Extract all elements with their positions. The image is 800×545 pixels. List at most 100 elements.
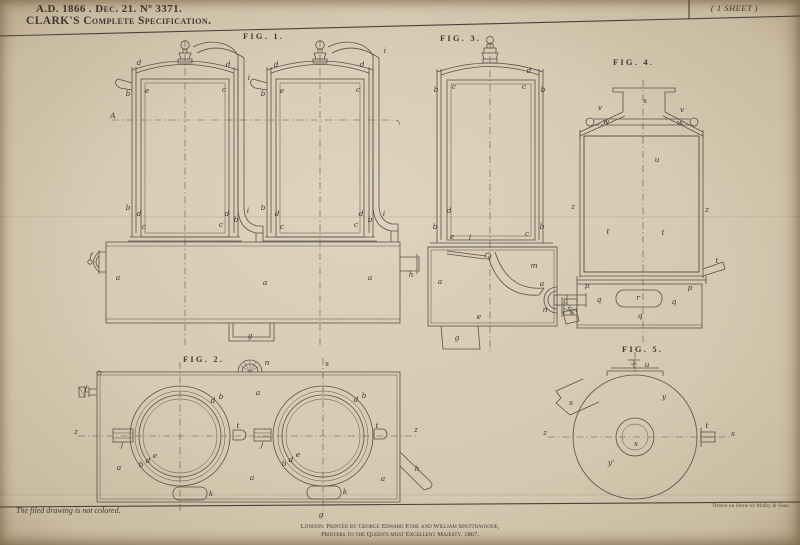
header-date-number: A.D. 1866 . Dec. 21. Nº 3371. — [36, 3, 183, 15]
svg-text:n: n — [543, 305, 548, 314]
svg-text:w: w — [603, 117, 610, 126]
svg-text:f: f — [84, 384, 89, 393]
svg-text:p: p — [688, 283, 693, 292]
border-rules — [0, 0, 800, 508]
svg-text:e: e — [296, 450, 301, 459]
svg-text:l: l — [469, 233, 472, 242]
svg-text:z: z — [413, 425, 418, 434]
svg-text:k: k — [343, 487, 348, 496]
sheet-count-label: ( 1 SHEET ) — [710, 3, 758, 13]
svg-text:q: q — [638, 311, 643, 320]
svg-text:d: d — [289, 455, 294, 464]
svg-text:d: d — [137, 58, 142, 67]
svg-text:e: e — [145, 86, 150, 95]
svg-text:z: z — [570, 202, 575, 211]
fig5-label: FIG. 5. — [622, 344, 664, 354]
lithographer-credit: Drawn on Stone by Malby & Sons. — [712, 503, 790, 509]
printer-imprint: London: Printed by George Edward Eyre an… — [200, 523, 600, 538]
svg-text:d: d — [211, 396, 216, 405]
svg-text:d: d — [360, 60, 365, 69]
svg-text:v: v — [680, 105, 685, 114]
svg-text:z: z — [73, 427, 78, 436]
svg-text:b: b — [434, 85, 439, 94]
svg-text:a: a — [263, 278, 267, 287]
svg-text:b: b — [362, 391, 367, 400]
svg-text:c: c — [356, 85, 361, 94]
svg-text:k: k — [209, 489, 214, 498]
svg-text:i: i — [383, 209, 386, 218]
fig5-drawing — [548, 352, 730, 500]
svg-text:q: q — [597, 295, 602, 304]
svg-text:g: g — [248, 331, 253, 340]
svg-text:b: b — [433, 222, 438, 231]
svg-text:d: d — [225, 209, 230, 218]
imprint-line1: London: Printed by George Edward Eyre an… — [300, 523, 500, 530]
svg-text:b: b — [261, 203, 266, 212]
svg-text:e: e — [450, 232, 455, 241]
fig4-drawing — [561, 80, 726, 344]
svg-text:b: b — [261, 89, 266, 98]
svg-text:b: b — [126, 203, 131, 212]
svg-text:g: g — [319, 510, 324, 519]
svg-text:j: j — [119, 440, 124, 449]
svg-text:q: q — [672, 297, 677, 306]
svg-text:a: a — [540, 279, 544, 288]
svg-text:b: b — [540, 222, 545, 231]
svg-text:y': y' — [607, 458, 614, 467]
svg-text:i: i — [384, 46, 387, 55]
svg-text:A: A — [109, 111, 116, 120]
svg-text:d: d — [447, 206, 452, 215]
svg-text:a: a — [438, 277, 442, 286]
svg-text:a: a — [250, 473, 254, 482]
svg-text:s: s — [567, 304, 571, 313]
svg-text:c: c — [452, 82, 457, 91]
svg-text:b: b — [126, 89, 131, 98]
svg-text:d: d — [359, 209, 364, 218]
svg-text:t: t — [375, 421, 379, 430]
svg-text:t: t — [606, 227, 610, 236]
svg-text:e: e — [280, 86, 285, 95]
svg-text:a: a — [116, 273, 120, 282]
svg-text:s: s — [570, 307, 574, 316]
svg-text:c: c — [142, 222, 147, 231]
svg-text:n: n — [265, 358, 270, 367]
svg-text:d: d — [137, 209, 142, 218]
svg-text:b: b — [541, 85, 546, 94]
header-title: CLARK'S Complete Specification. — [26, 15, 212, 27]
svg-text:e: e — [153, 451, 158, 460]
fig1-label: FIG. 1. — [243, 31, 285, 41]
svg-text:i: i — [248, 73, 251, 82]
fig3-label: FIG. 3. — [440, 33, 482, 43]
svg-text:s: s — [325, 359, 329, 368]
fig1-drawing — [87, 40, 420, 346]
svg-text:h: h — [409, 270, 414, 279]
svg-text:a: a — [368, 273, 372, 282]
svg-text:x: x — [634, 439, 639, 448]
svg-text:a: a — [117, 463, 121, 472]
svg-text:t: t — [715, 256, 719, 265]
imprint-line2: Printers to the Queen's most Excellent M… — [321, 530, 479, 538]
svg-text:z: z — [542, 428, 547, 437]
svg-text:b: b — [219, 392, 224, 401]
fig2-label: FIG. 2. — [183, 354, 225, 364]
svg-text:f: f — [89, 251, 94, 260]
svg-text:t: t — [661, 228, 665, 237]
svg-text:c: c — [280, 222, 285, 231]
svg-text:c: c — [522, 82, 527, 91]
svg-text:s: s — [569, 398, 573, 407]
svg-text:c: c — [354, 220, 359, 229]
svg-text:u: u — [655, 155, 660, 164]
svg-text:j: j — [259, 440, 264, 449]
svg-text:c: c — [219, 220, 224, 229]
svg-text:z: z — [704, 205, 709, 214]
svg-text:w: w — [677, 118, 684, 127]
svg-text:x: x — [643, 96, 648, 105]
svg-text:g: g — [455, 333, 460, 342]
svg-text:m: m — [530, 261, 537, 270]
